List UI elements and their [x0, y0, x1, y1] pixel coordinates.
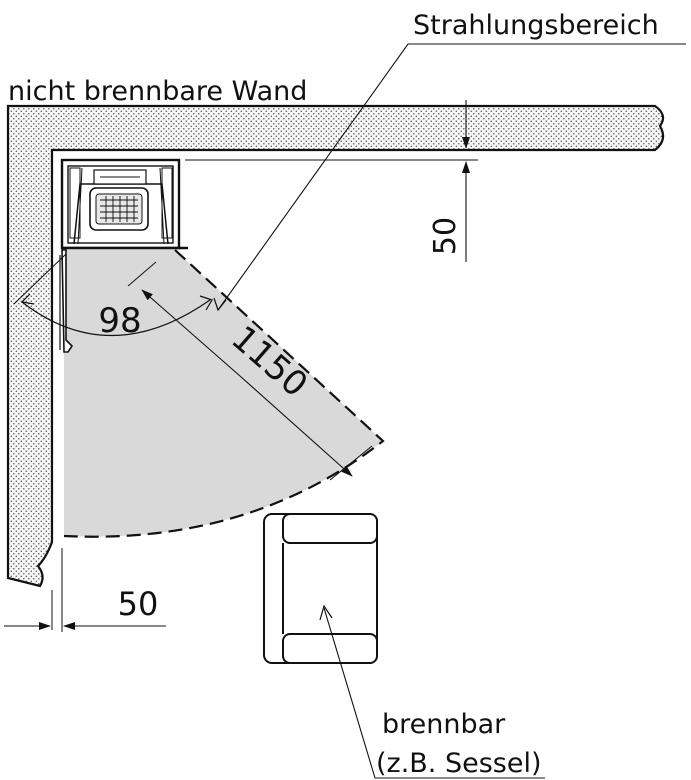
- combustible-leader: [319, 604, 545, 779]
- radiation-area-label: Strahlungsbereich: [413, 10, 659, 41]
- top-clearance-value: 50: [428, 217, 463, 255]
- radius-dimension: [127, 261, 373, 481]
- top-clearance-dimension: [185, 100, 478, 262]
- combustible-label-line2: (z.B. Sessel): [376, 748, 542, 779]
- stove: [59, 158, 188, 353]
- armchair: [263, 513, 378, 664]
- side-clearance-value: 50: [118, 585, 159, 623]
- radiation-area: [64, 250, 383, 537]
- angle-dimension: [13, 253, 237, 337]
- non-combustible-wall: [6, 104, 665, 588]
- radiation-area-leader: [213, 43, 686, 312]
- wall-label: nicht brennbare Wand: [8, 76, 307, 107]
- combustible-label-line1: brennbar: [382, 709, 506, 740]
- side-clearance-dimension: [4, 548, 166, 632]
- radiation-area-dashed-edge: [63, 249, 385, 538]
- angle-value: 98: [98, 301, 141, 341]
